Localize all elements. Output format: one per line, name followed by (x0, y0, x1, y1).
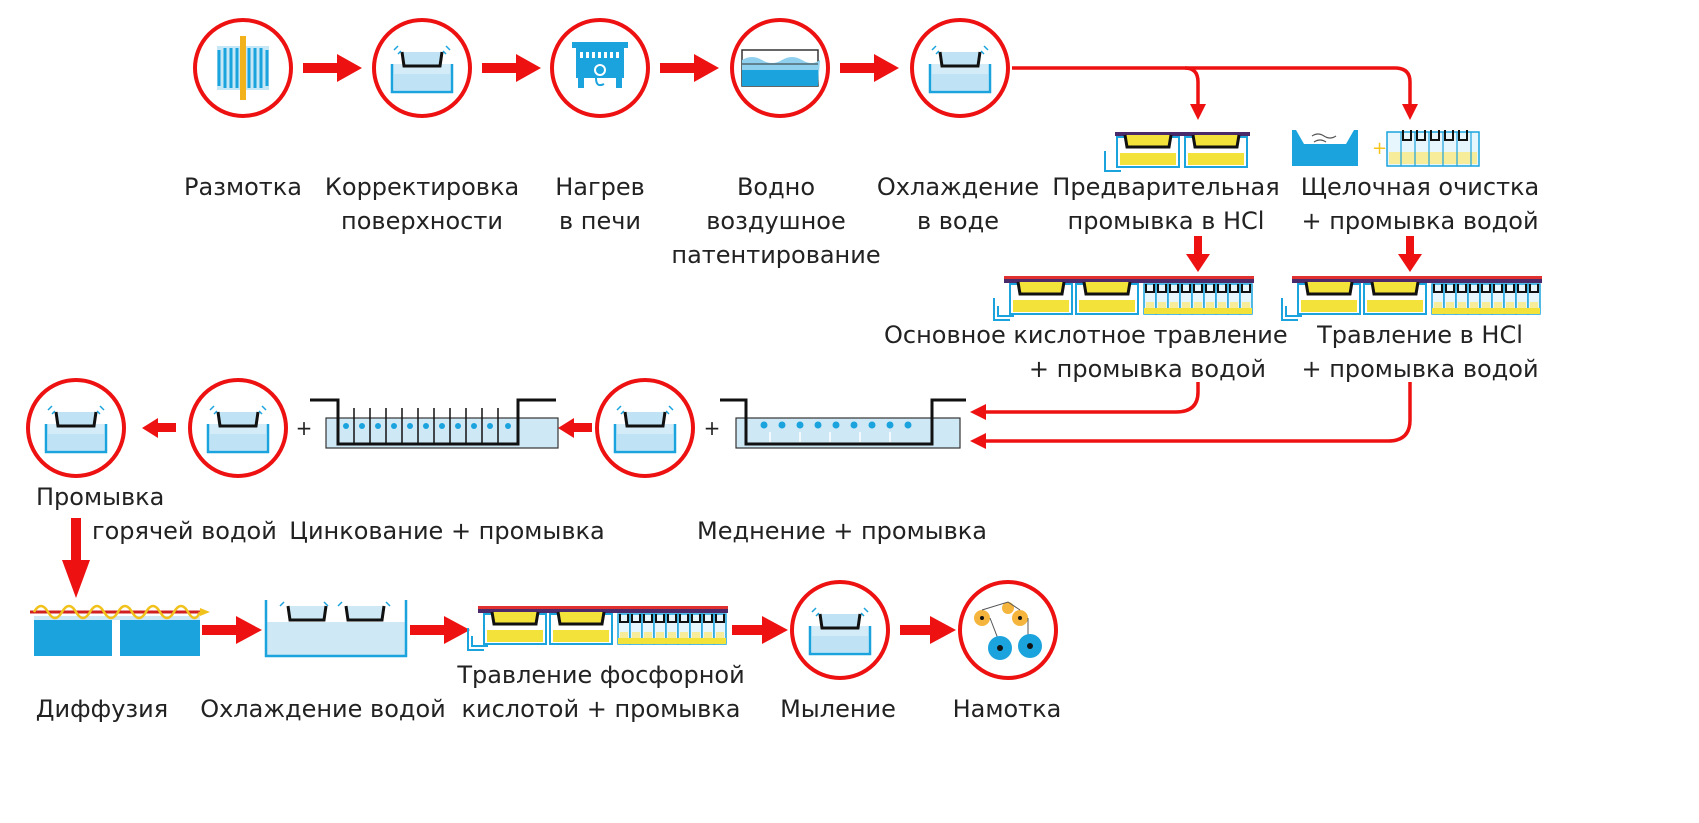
svg-text:+: + (1372, 138, 1387, 159)
label-furnace-heating: Нагрев в печи (555, 170, 645, 238)
label-surface-correction: Корректировка поверхности (325, 170, 519, 238)
diffusion-icon (30, 604, 210, 656)
label-line: промывка в HCl (1067, 207, 1265, 235)
alkaline-cleaning-icon: + (1292, 130, 1480, 167)
winding-icon (958, 580, 1058, 680)
main-acid-etching-icon (994, 276, 1254, 320)
label-unwinding: Размотка (184, 173, 302, 201)
label-copper-plating: Меднение + промывка (697, 517, 987, 545)
label-hcl-prewash: Предварительная промывка в HCl (1052, 170, 1279, 238)
label-line: поверхности (341, 207, 503, 235)
label-line: + промывка водой (1301, 355, 1539, 383)
label-alkaline-cleaning: Щелочная очистка + промывка водой (1301, 170, 1540, 238)
zinc-rinse-icon (188, 378, 288, 478)
label-line: Нагрев (555, 173, 645, 201)
arrow-8 (900, 616, 956, 644)
surface-correction-icon (372, 18, 472, 118)
label-line: Основное кислотное травление (884, 321, 1288, 349)
label-line: Травление фосфорной (457, 661, 745, 689)
label-line: Щелочная очистка (1300, 173, 1540, 201)
label-line: в печи (558, 207, 642, 235)
label-zinc-plating: Цинкование + промывка (289, 517, 605, 545)
label-line: + промывка водой (1301, 207, 1539, 235)
label-phosphoric-etching: Травление фосфорной кислотой + промывка (457, 658, 744, 726)
label-line: в воде (917, 207, 999, 235)
water-cooling-icon (910, 18, 1010, 118)
label-line: Промывка (36, 483, 165, 511)
label-main-acid-etching: Основное кислотное травление + промывка … (884, 318, 1288, 386)
label-line: Охлаждение (876, 173, 1040, 201)
label-line: Водно (736, 173, 816, 201)
hcl-etching-icon (1282, 276, 1542, 320)
label-patenting: Водно воздушное патентирование (671, 170, 880, 272)
hot-water-wash-icon (26, 378, 126, 478)
label-line: Травление в HCl (1317, 321, 1523, 349)
copper-plating-bath-icon (720, 398, 966, 449)
label-line: Предварительная (1052, 173, 1280, 201)
arrow-4 (840, 54, 899, 82)
arrow-6 (410, 616, 470, 644)
arrow-down-alkaline (1398, 236, 1422, 272)
soaping-icon (790, 580, 890, 680)
arrow-7 (732, 616, 788, 644)
arrow-down-prewash (1186, 236, 1210, 272)
phosphoric-etching-icon (468, 606, 728, 650)
label-line: горячей водой (92, 517, 277, 545)
label-water-cooling: Охлаждение в воде (877, 170, 1039, 238)
copper-rinse-icon (595, 378, 695, 478)
hcl-prewash-icon (1104, 132, 1250, 172)
plus-copper: + (704, 416, 721, 440)
label-line: воздушное (706, 207, 846, 235)
label-cooling-water: Охлаждение водой (200, 695, 446, 723)
cooling-water-icon (264, 600, 408, 658)
arrow-down-diffusion (62, 518, 90, 598)
label-line: кислотой + промывка (461, 695, 741, 723)
unwinding-icon (193, 18, 293, 118)
label-line: патентирование (671, 241, 881, 269)
label-hot-water-wash: Промывка горячей водой (36, 480, 277, 548)
zinc-plating-bath-icon (310, 398, 559, 449)
arrow-left-2 (142, 418, 176, 438)
arrow-3 (660, 54, 719, 82)
arrow-1 (303, 54, 362, 82)
arrow-2 (482, 54, 541, 82)
label-line: + промывка водой (1028, 355, 1266, 383)
branch-connector (1012, 66, 1412, 104)
label-line: Корректировка (324, 173, 520, 201)
label-diffusion: Диффузия (35, 695, 169, 723)
plus-zinc: + (296, 416, 313, 440)
label-hcl-etching: Травление в HCl + промывка водой (1301, 318, 1538, 386)
return-connector (984, 382, 1412, 443)
label-winding: Намотка (952, 695, 1062, 723)
label-soaping: Мыление (780, 695, 896, 723)
patenting-icon (730, 18, 830, 118)
furnace-icon (550, 18, 650, 118)
arrow-left-1 (558, 418, 592, 438)
arrow-5 (202, 616, 262, 644)
